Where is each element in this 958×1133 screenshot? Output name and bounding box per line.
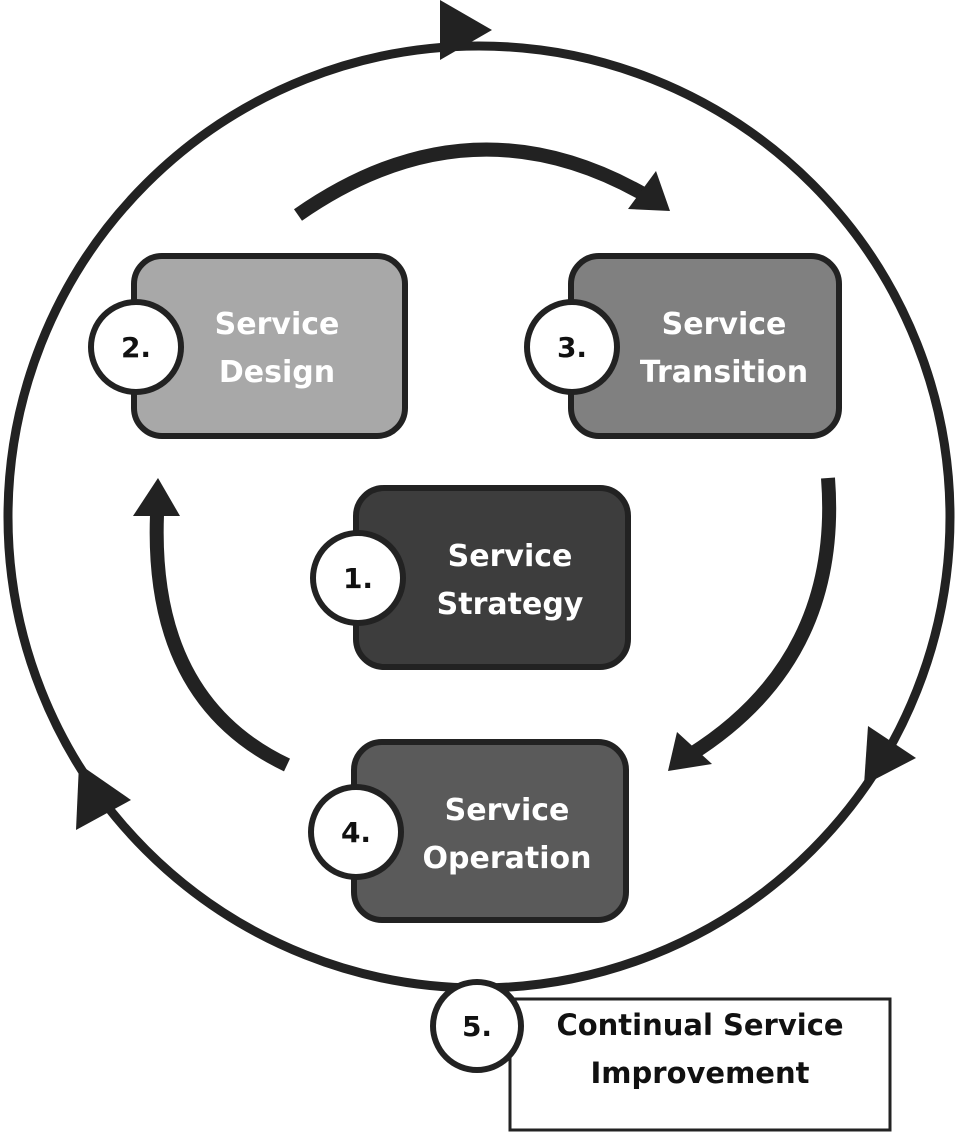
outer-arrow-left-icon (76, 764, 131, 830)
stage-box-transition: Service Transition (568, 253, 842, 439)
outer-arrow-top-icon (440, 0, 492, 60)
inner-arrow-design-to-transition-head-icon (628, 171, 670, 211)
inner-arrow-design-to-transition (293, 142, 649, 221)
csi-label-line2: Improvement (591, 1056, 810, 1090)
operation-number-badge: 4. (308, 784, 404, 880)
operation-number: 4. (341, 816, 371, 849)
operation-label-line1: Service (445, 793, 570, 828)
transition-label-line1: Service (662, 307, 787, 342)
transition-number-badge: 3. (524, 299, 620, 395)
inner-arrow-operation-to-design-head-icon (133, 478, 180, 516)
improvement-number: 5. (462, 1010, 492, 1043)
design-label-line2: Design (219, 355, 335, 390)
inner-arrow-operation-to-design (149, 514, 291, 772)
strategy-label-line2: Strategy (437, 587, 584, 622)
stage-box-design: Service Design (131, 253, 408, 439)
design-number-badge: 2. (88, 299, 184, 395)
inner-arrow-transition-to-operation-head-icon (668, 732, 712, 771)
stage-box-operation: Service Operation (351, 739, 629, 923)
transition-label-line2: Transition (640, 355, 808, 390)
outer-arrow-right-icon (864, 726, 916, 785)
inner-arrow-transition-to-operation (686, 477, 837, 761)
strategy-label-line1: Service (448, 539, 573, 574)
design-number: 2. (121, 331, 151, 364)
improvement-number-badge: 5. (430, 979, 524, 1073)
csi-label-line1: Continual Service (556, 1008, 843, 1042)
stage-box-strategy: Service Strategy (353, 485, 631, 670)
strategy-number: 1. (343, 562, 373, 595)
transition-number: 3. (557, 331, 587, 364)
design-label-line1: Service (215, 307, 340, 342)
strategy-number-badge: 1. (310, 530, 406, 626)
csi-label-box: Continual Service Improvement (508, 997, 892, 1132)
operation-label-line2: Operation (423, 841, 592, 876)
